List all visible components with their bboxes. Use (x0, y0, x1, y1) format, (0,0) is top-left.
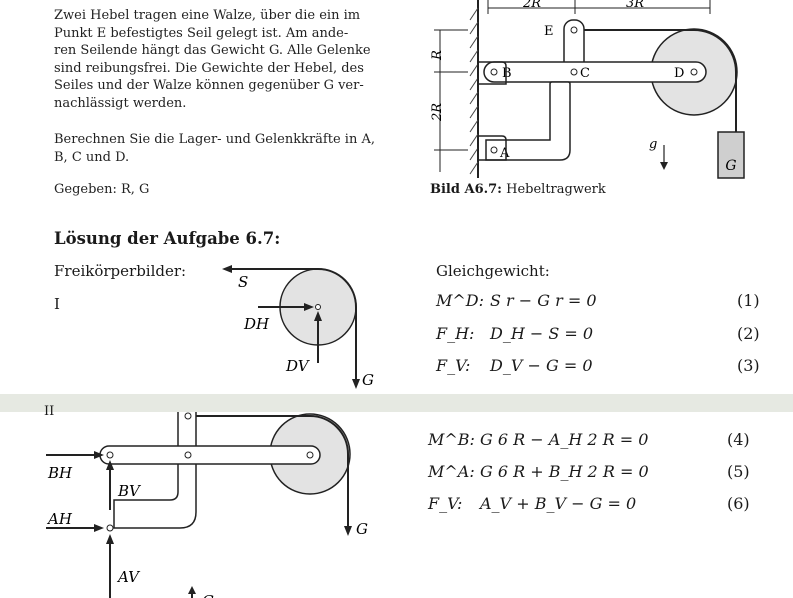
fbd1-DV-arrowhead (314, 311, 322, 321)
fbd1-S-arrowhead (222, 265, 232, 273)
fbd1-G-label: G (362, 371, 374, 389)
equation-3-rhs: D_V − G = 0 (490, 356, 593, 375)
fbd1-DV-label: DV (285, 357, 311, 375)
fbd1-axis (315, 304, 321, 310)
joint-E (570, 26, 578, 34)
fbd2-BH-arrowhead (94, 451, 104, 459)
equation-5-lhs: M^A: (428, 462, 475, 481)
problem-line: nachlässigt werden. (54, 95, 187, 111)
fbd2-G-arrowhead (344, 526, 352, 536)
equation-3-number: (3) (737, 356, 760, 375)
fbd1-rope (280, 268, 357, 383)
wall-hatching (469, 7, 479, 175)
given-text: Gegeben: R, G (54, 182, 150, 197)
dim-2R-side-label: 2R (430, 103, 445, 122)
problem-line: Seiles und der Walze können gegenüber G … (54, 78, 364, 93)
fbd2-G2-arrowhead (188, 586, 196, 594)
fbd2-G-label: G (356, 520, 368, 538)
fbd2-joint-D (306, 451, 314, 459)
part-I-label: I (54, 295, 60, 313)
equation-2-number: (2) (737, 324, 760, 343)
equation-3-lhs: F_V: (436, 356, 471, 375)
page-break-band (0, 394, 793, 412)
fbd2-G2-label: G (202, 592, 214, 598)
fbd2-joint-C (184, 451, 192, 459)
fbd2-lower-lever (113, 412, 197, 529)
equation-4-number: (4) (727, 430, 750, 449)
joint-D (690, 68, 698, 76)
equilibrium-label: Gleichgewicht: (436, 262, 550, 280)
equation-6-rhs: A_V + B_V − G = 0 (480, 494, 637, 513)
task-line: B, C und D. (54, 149, 130, 165)
fbd-lever-system: G BH BV AH AV G (46, 412, 368, 598)
fbd2-BV-label: BV (117, 482, 142, 500)
fbd1-S-label: S (238, 273, 248, 291)
point-A-label: A (499, 146, 510, 161)
fbd2-AV-arrowhead (106, 534, 114, 544)
fbd2-joint-E (184, 412, 192, 420)
equation-1-lhs: M^D: (436, 291, 485, 310)
joint-A (490, 146, 498, 154)
fbd2-joint-B (106, 451, 114, 459)
fbd2-AV-label: AV (116, 568, 141, 586)
lever-structure-figure: R 2R 2R 3R E B C D A G g (430, 0, 745, 179)
equation-4-lhs: M^B: (428, 430, 475, 449)
fbd2-BV-arrowhead (106, 460, 114, 470)
fbd-label: Freikörperbilder: (54, 262, 187, 280)
equation-2-rhs: D_H − S = 0 (490, 324, 594, 343)
point-E-label: E (544, 24, 554, 39)
point-B-label: B (502, 66, 512, 81)
task-text: Berechnen Sie die Lager- und Gelenkkräft… (54, 131, 404, 166)
problem-line: sind reibungsfrei. Die Gewichte der Hebe… (54, 60, 364, 76)
gravity-label: g (649, 137, 657, 152)
part-II-label: II (44, 404, 55, 419)
equation-4-rhs: G 6 R − A_H 2 R = 0 (480, 430, 649, 449)
fbd1-DH-arrowhead (304, 303, 314, 311)
fbd-roller: S G DH DV (222, 265, 374, 389)
caption-bold: Bild A6.7: (430, 182, 502, 197)
equation-1-number: (1) (737, 291, 760, 310)
weight-block (717, 131, 745, 179)
solution-heading: Lösung der Aufgabe 6.7: (54, 229, 281, 248)
rope (575, 29, 737, 132)
task-line: Berechnen Sie die Lager- und Gelenkkräft… (54, 132, 375, 147)
bearing-B (477, 61, 507, 85)
fbd1-DH-label: DH (243, 315, 270, 333)
problem-line: ren Seilende hängt das Gewicht G. Alle G… (54, 43, 371, 58)
equation-5-rhs: G 6 R + B_H 2 R = 0 (480, 462, 649, 481)
fbd2-AH-arrowhead (94, 524, 104, 532)
side-dimension-lines (434, 29, 468, 172)
equation-5-number: (5) (727, 462, 750, 481)
equation-1-rhs: S r − G r = 0 (490, 291, 597, 310)
weight-label: G (725, 158, 736, 174)
fbd1-G-arrowhead (352, 379, 360, 389)
point-D-label: D (674, 66, 684, 81)
gravity-arrowhead (660, 162, 668, 170)
equation-6-number: (6) (727, 494, 750, 513)
top-dimension-lines (487, 0, 711, 14)
problem-line: Zwei Hebel tragen eine Walze, über die e… (54, 8, 361, 23)
fbd2-AH-label: AH (46, 510, 73, 528)
figure-caption: Bild A6.7: Hebeltragwerk (430, 182, 606, 197)
dim-2R-top-label: 2R (522, 0, 541, 11)
dim-R-side-label: R (430, 50, 445, 61)
upper-lever (483, 61, 707, 83)
joint-B (490, 68, 498, 76)
caption-text: Hebeltragwerk (501, 182, 606, 197)
fbd2-BH-label: BH (47, 464, 73, 482)
bearing-A (477, 135, 507, 161)
problem-line: Punkt E befestigtes Seil gelegt ist. Am … (54, 25, 349, 41)
equation-2-lhs: F_H: (436, 324, 475, 343)
fbd2-upper-lever (99, 445, 321, 465)
fbd2-rope (190, 415, 349, 530)
problem-text: Zwei Hebel tragen eine Walze, über die e… (54, 7, 404, 112)
lower-lever (485, 81, 571, 161)
point-C-label: C (580, 66, 590, 81)
dim-3R-top-label: 3R (626, 0, 644, 11)
equation-6-lhs: F_V: (428, 494, 463, 513)
joint-C (570, 68, 578, 76)
fbd2-joint-A (106, 524, 114, 532)
